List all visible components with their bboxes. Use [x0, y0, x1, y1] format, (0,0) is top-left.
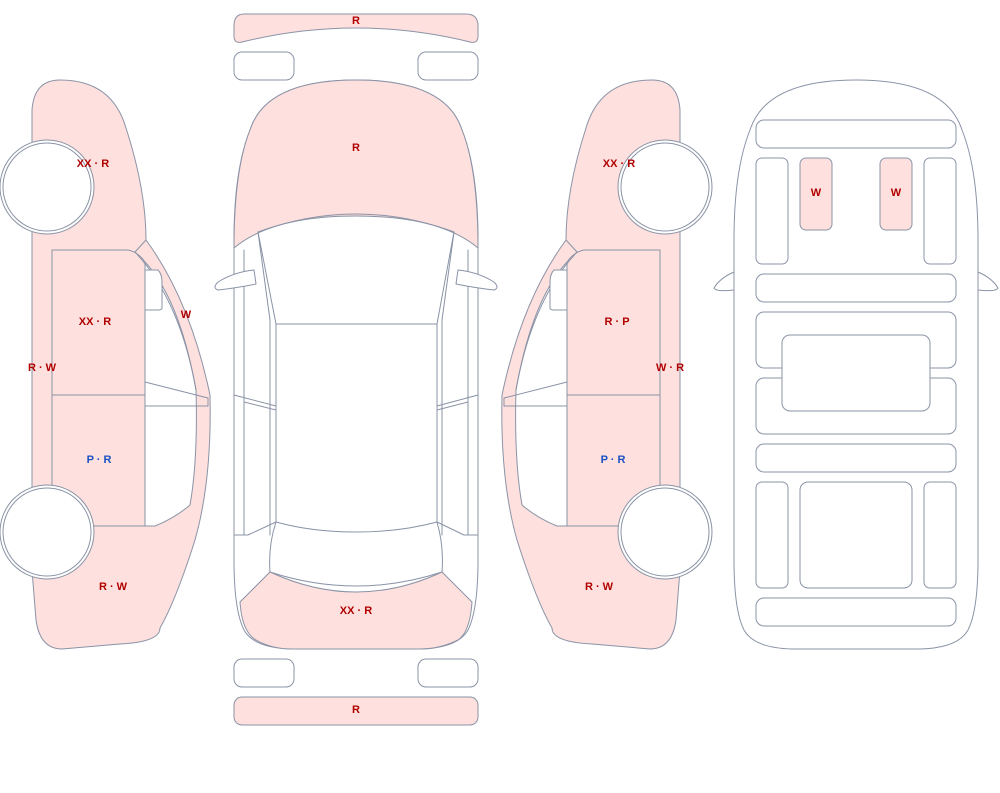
underbody-right-ear — [977, 271, 999, 292]
right-window-glass — [515, 261, 568, 527]
rear-window — [269, 521, 443, 587]
front-right-lamp — [417, 51, 479, 81]
left-rear-rail — [755, 481, 789, 589]
right-rear-sill-top — [436, 521, 479, 536]
front-right-strut[interactable] — [879, 157, 913, 231]
rear-bumper[interactable] — [233, 696, 479, 726]
right-a-pillar-line — [515, 239, 578, 391]
left-pillar-line-top — [257, 231, 271, 536]
right-side-view: XX · R R · P W · R P · R R · W — [501, 79, 713, 650]
left-front-wheel — [2, 142, 92, 232]
roof — [275, 323, 438, 533]
left-mirror-top — [214, 269, 257, 291]
label-left-rocker: R · W — [28, 362, 57, 374]
right-rear-rail — [923, 481, 957, 589]
front-left-strut[interactable] — [799, 157, 833, 231]
left-side-view: XX · R XX · R W R · W P · R R · W — [0, 79, 211, 650]
spare-tire-well — [799, 481, 913, 589]
top-view: R R XX · R R — [214, 13, 498, 726]
front-left-lamp — [233, 51, 295, 81]
right-front-rail — [923, 157, 957, 265]
label-trunk: XX · R — [340, 605, 372, 617]
left-b-pillar-top — [233, 394, 277, 411]
left-window-glass — [144, 261, 197, 527]
label-rear-bumper: R — [352, 704, 360, 716]
right-front-wheel — [620, 142, 710, 232]
label-front-bumper: R — [352, 15, 360, 27]
underbody-view: W W — [713, 79, 999, 650]
right-mirror — [549, 269, 568, 311]
left-b-pillar — [144, 381, 209, 407]
label-right-rear-door: P · R — [601, 454, 626, 466]
right-rear-wheel — [620, 487, 710, 577]
trunk[interactable] — [239, 571, 473, 650]
label-left-front-door: XX · R — [79, 316, 111, 328]
label-right-rear-quarter: R · W — [585, 581, 614, 593]
rear-crossmember — [755, 597, 957, 627]
left-door-top — [51, 249, 146, 263]
rear-floor-crossmember — [755, 443, 957, 473]
right-door-top — [566, 249, 661, 263]
left-rear-sill-top — [233, 521, 277, 536]
front-crossmember — [755, 119, 957, 149]
right-pillar-line-top — [441, 231, 455, 536]
left-mirror — [144, 269, 163, 311]
right-b-pillar — [503, 381, 568, 407]
label-left-rear-door: P · R — [87, 454, 112, 466]
label-right-rocker: W · R — [656, 362, 684, 374]
label-right-front-fender: XX · R — [603, 158, 635, 170]
dash-crossmember — [755, 273, 957, 303]
label-front-left-strut: W — [811, 187, 822, 199]
label-left-a-pillar: W — [181, 309, 192, 321]
left-front-rail — [755, 157, 789, 265]
label-right-front-door: R · P — [604, 316, 629, 328]
rear-right-lamp — [417, 658, 479, 688]
label-front-right-strut: W — [891, 187, 902, 199]
label-left-front-fender: XX · R — [77, 158, 109, 170]
left-a-pillar-line — [134, 239, 197, 391]
rear-left-lamp — [233, 658, 295, 688]
label-left-rear-quarter: R · W — [99, 581, 128, 593]
right-mirror-top — [455, 269, 498, 291]
underbody-left-ear — [713, 271, 735, 292]
left-rear-wheel — [2, 487, 92, 577]
label-hood: R — [352, 142, 360, 154]
floor-center-tunnel — [781, 334, 931, 412]
hood[interactable] — [233, 79, 479, 249]
front-bumper[interactable] — [233, 13, 479, 43]
right-b-pillar-top — [436, 394, 479, 411]
